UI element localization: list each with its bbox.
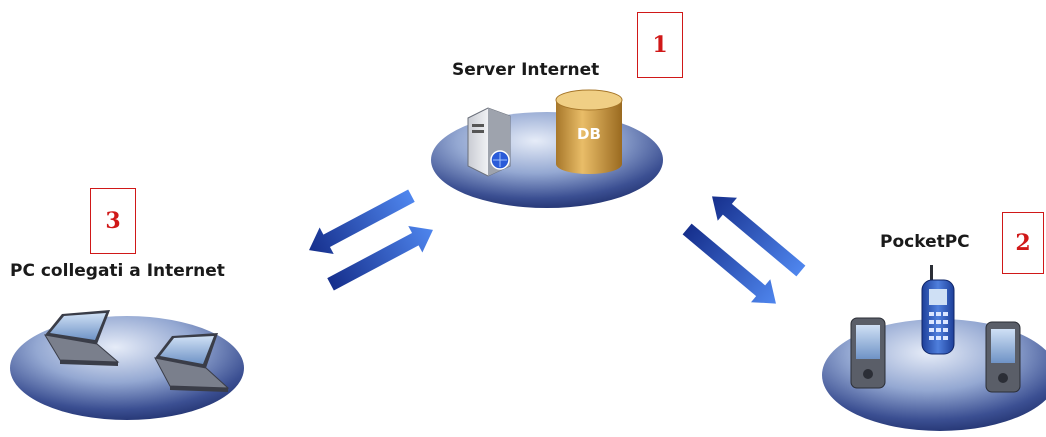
server-platform: DB [431,89,663,208]
arrow-pocketpc-to-server [712,196,806,277]
laptop-icon [154,333,230,392]
pocketpc-label: PocketPC [880,232,970,252]
pcs-label: PC collegati a Internet [10,261,225,281]
pocketpc-number-badge: 2 [1002,212,1044,274]
pda-icon [985,321,1021,393]
database-icon: DB [555,89,623,174]
mobile-phone-icon [921,265,955,355]
laptop-icon [44,310,120,366]
server-icon [467,107,511,177]
pcs-platform [10,310,244,420]
arrow-server-to-pocketpc [682,223,776,304]
pocketpc-platform [822,265,1046,431]
server-number-badge: 1 [637,12,683,78]
database-label: DB [577,125,601,143]
arrow-server-to-pcs [309,189,415,255]
server-label: Server Internet [452,60,600,80]
arrow-pcs-to-server [327,225,433,291]
pda-icon [850,317,886,389]
pcs-number-badge: 3 [90,188,136,254]
